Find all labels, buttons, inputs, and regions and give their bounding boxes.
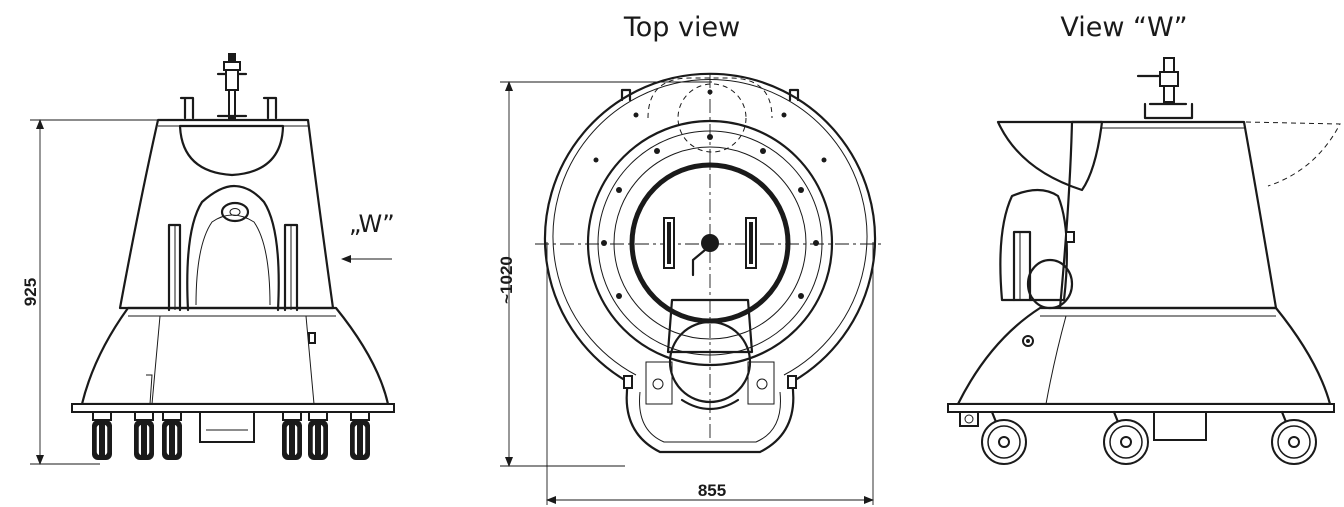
side-base-plate	[947, 403, 1335, 413]
side-upper-body	[1058, 120, 1278, 310]
side-view	[947, 57, 1341, 466]
view-w-marker-label: „W”	[349, 210, 395, 238]
top-width-dimension	[546, 242, 874, 505]
side-valve	[1136, 57, 1194, 120]
width-dimension-label: 855	[698, 481, 726, 500]
front-lower-body	[80, 306, 390, 406]
front-base-plate	[71, 403, 395, 413]
top-centre-hub	[701, 234, 719, 252]
top-view	[500, 72, 885, 505]
front-handle-right	[262, 96, 278, 120]
height-dimension-label: 925	[21, 278, 40, 306]
top-outer-shell	[543, 72, 877, 384]
side-lower-body	[956, 306, 1332, 406]
length-dimension-label: ~1020	[497, 256, 516, 304]
side-motor-pack	[999, 188, 1069, 302]
front-handle-left	[179, 96, 195, 120]
front-view	[30, 53, 395, 465]
top-motor-plate	[666, 298, 754, 354]
top-flange-ring	[586, 119, 834, 367]
front-hood	[178, 124, 285, 177]
top-bolts	[593, 89, 827, 299]
top-length-dimension	[500, 81, 712, 467]
side-hood	[996, 120, 1104, 192]
front-valve	[216, 53, 248, 119]
front-motor	[186, 184, 280, 312]
top-lower-pan	[625, 380, 795, 454]
front-height-dimension	[30, 119, 170, 465]
front-upper-body	[118, 118, 335, 310]
top-view-heading: Top view	[623, 12, 740, 43]
view-w-heading: View “W”	[1060, 12, 1187, 43]
